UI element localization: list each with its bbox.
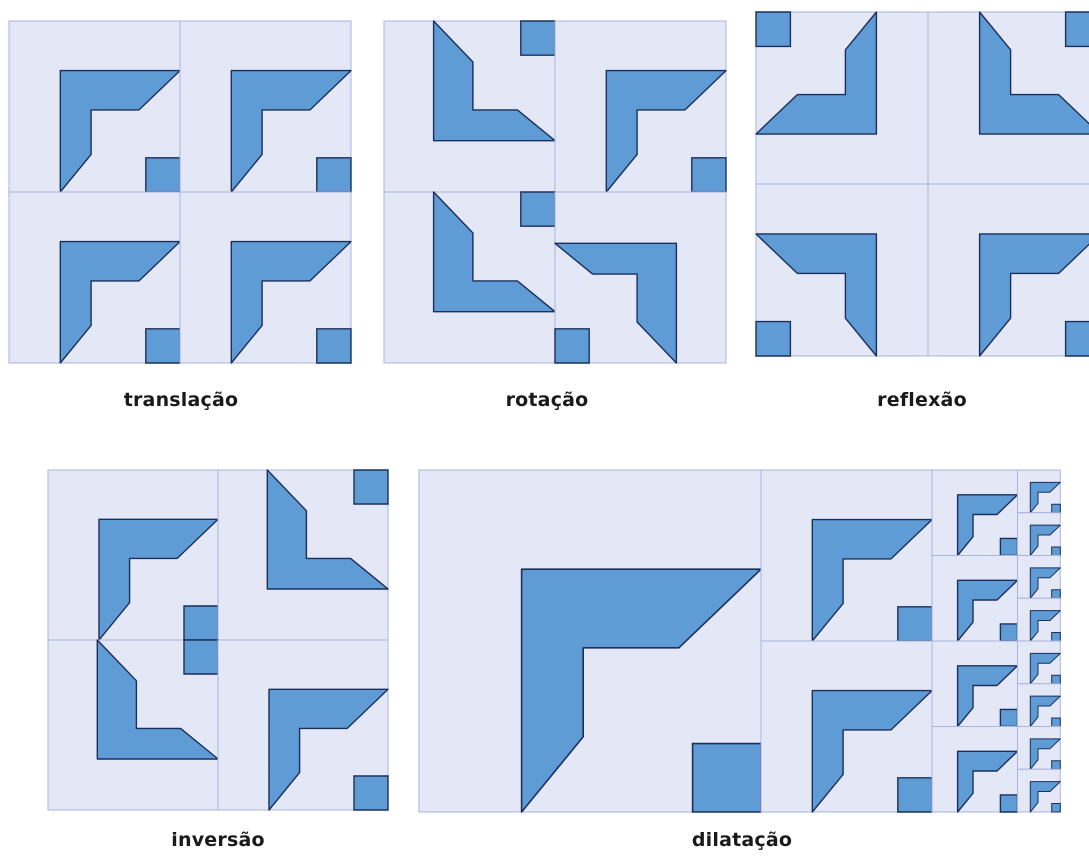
square-shape-large — [693, 744, 761, 812]
square-shape-br — [555, 329, 589, 363]
square-shape-scale — [898, 607, 932, 641]
square-shape-r1c1 — [317, 329, 351, 363]
square-shape-r0c0 — [146, 158, 180, 192]
caption-translacao: translação — [124, 389, 239, 411]
panel-inversao — [48, 470, 388, 810]
caption-dilatacao: dilatação — [692, 829, 792, 851]
square-shape-tr — [354, 470, 388, 504]
square-shape-scale — [1052, 804, 1061, 813]
square-shape-tl — [184, 606, 218, 640]
square-shape-scale — [1000, 795, 1017, 812]
caption-inversao: inversão — [171, 829, 264, 851]
square-shape-br — [1066, 322, 1089, 356]
square-shape-scale — [1052, 761, 1061, 770]
square-shape-tr — [692, 158, 726, 192]
square-shape-br — [354, 776, 388, 810]
square-shape-tr — [1066, 12, 1089, 46]
square-shape-r0c1 — [317, 158, 351, 192]
square-shape-scale — [1000, 624, 1017, 641]
square-shape-scale — [898, 778, 932, 812]
square-shape-scale — [1052, 718, 1061, 727]
square-shape-tl — [521, 21, 555, 55]
caption-reflexao: reflexão — [877, 389, 967, 411]
square-shape-bl — [184, 640, 218, 674]
square-shape-r1c0 — [146, 329, 180, 363]
square-shape-scale — [1052, 504, 1061, 513]
square-shape-scale — [1000, 538, 1017, 555]
square-shape-scale — [1000, 709, 1017, 726]
panel-dilatacao — [419, 470, 1060, 812]
square-shape-bl — [756, 322, 790, 356]
caption-rotacao: rotação — [506, 389, 589, 411]
square-shape-scale — [1052, 675, 1061, 684]
square-shape-bl — [521, 192, 555, 226]
panel-translacao — [9, 21, 351, 363]
panel-rotacao — [384, 21, 726, 363]
square-shape-scale — [1052, 633, 1061, 642]
square-shape-tl — [756, 12, 790, 46]
panel-reflexao — [756, 12, 1089, 356]
square-shape-scale — [1052, 547, 1061, 556]
square-shape-scale — [1052, 590, 1061, 599]
